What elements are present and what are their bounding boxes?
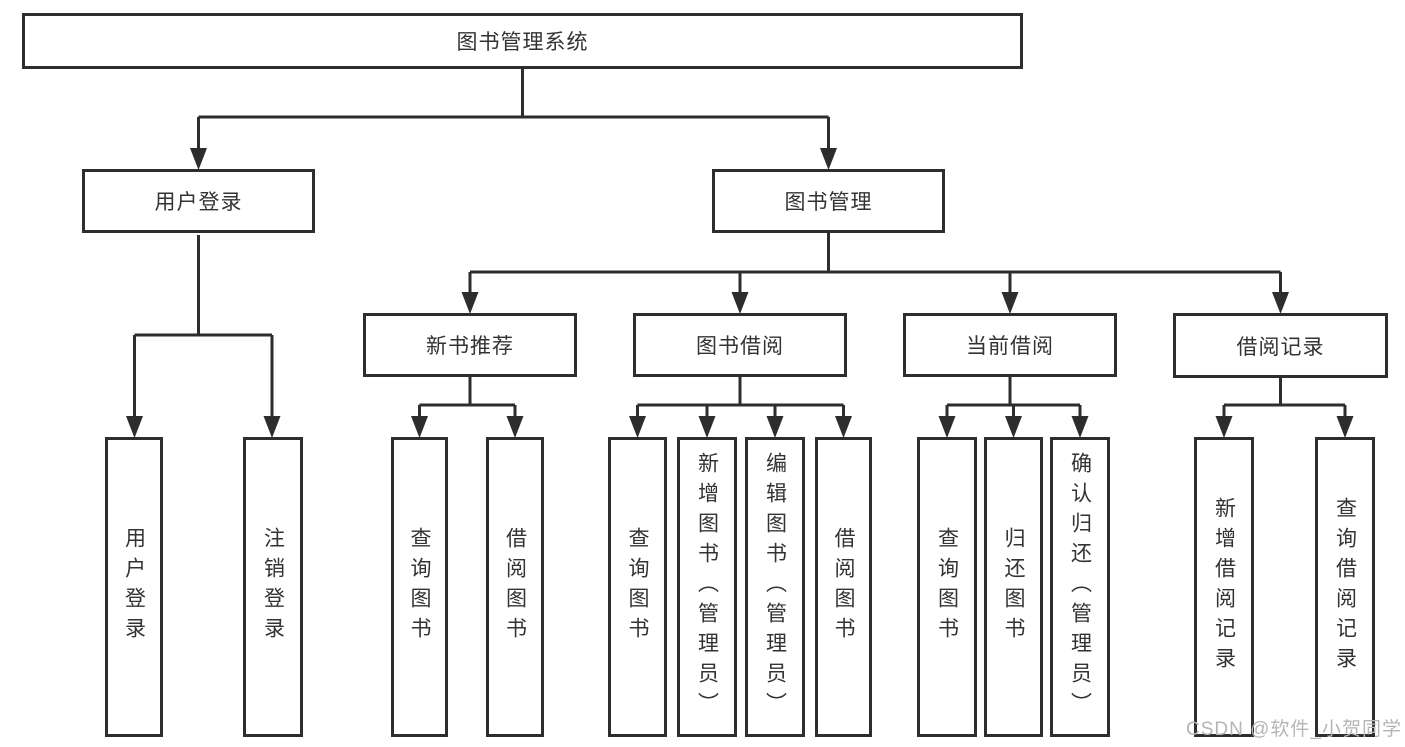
node-borrowing-records: 借阅记录	[1173, 313, 1388, 378]
node-user-login: 用户登录	[82, 169, 315, 233]
leaf-recommend-borrow-books: 借阅图书	[486, 437, 544, 737]
leaf-add-books-admin: 新增图书（管理员）	[677, 437, 737, 737]
leaf-query-borrow-record: 查询借阅记录	[1315, 437, 1375, 737]
leaf-logout: 注销登录	[243, 437, 303, 737]
leaf-query-borrow-record-label: 查询借阅记录	[1333, 497, 1357, 677]
leaf-confirm-return-admin: 确认归还（管理员）	[1050, 437, 1110, 737]
node-new-book-recommendation-label: 新书推荐	[426, 335, 514, 358]
leaf-borrowing-query-books: 查询图书	[608, 437, 667, 737]
node-book-borrowing: 图书借阅	[633, 313, 847, 377]
node-book-borrowing-label: 图书借阅	[696, 335, 784, 358]
leaf-current-query-books: 查询图书	[917, 437, 977, 737]
leaf-add-borrow-record-label: 新增借阅记录	[1212, 497, 1236, 677]
node-current-borrowing-label: 当前借阅	[966, 335, 1054, 358]
leaf-recommend-query-books-label: 查询图书	[408, 527, 431, 647]
leaf-recommend-query-books: 查询图书	[391, 437, 448, 737]
csdn-watermark: CSDN @软件_小贺同学	[1186, 719, 1402, 740]
leaf-edit-books-admin: 编辑图书（管理员）	[745, 437, 805, 737]
leaf-confirm-return-admin-label: 确认归还（管理员）	[1068, 452, 1092, 722]
leaf-return-books-label: 归还图书	[1002, 527, 1025, 647]
leaf-logout-label: 注销登录	[261, 527, 285, 647]
leaf-borrowing-query-books-label: 查询图书	[626, 527, 649, 647]
leaf-current-query-books-label: 查询图书	[935, 527, 959, 647]
leaf-return-books: 归还图书	[984, 437, 1043, 737]
node-book-management-label: 图书管理	[784, 191, 873, 214]
node-book-management: 图书管理	[712, 169, 945, 233]
node-borrowing-records-label: 借阅记录	[1236, 335, 1325, 359]
leaf-add-borrow-record: 新增借阅记录	[1194, 437, 1254, 737]
leaf-user-login-label: 用户登录	[122, 527, 146, 647]
node-new-book-recommendation: 新书推荐	[363, 313, 577, 377]
leaf-recommend-borrow-books-label: 借阅图书	[503, 527, 527, 647]
leaf-borrowing-borrow-books-label: 借阅图书	[832, 527, 855, 647]
arrowheads	[126, 148, 1354, 438]
node-root-system-label: 图书管理系统	[456, 31, 589, 54]
leaf-add-books-admin-label: 新增图书（管理员）	[695, 452, 719, 722]
connector-spines	[133, 68, 1347, 419]
node-user-login-label: 用户登录	[154, 191, 243, 214]
leaf-user-login: 用户登录	[105, 437, 163, 737]
node-root-system: 图书管理系统	[22, 13, 1023, 69]
leaf-edit-books-admin-label: 编辑图书（管理员）	[763, 452, 787, 722]
leaf-borrowing-borrow-books: 借阅图书	[815, 437, 872, 737]
node-current-borrowing: 当前借阅	[903, 313, 1117, 377]
